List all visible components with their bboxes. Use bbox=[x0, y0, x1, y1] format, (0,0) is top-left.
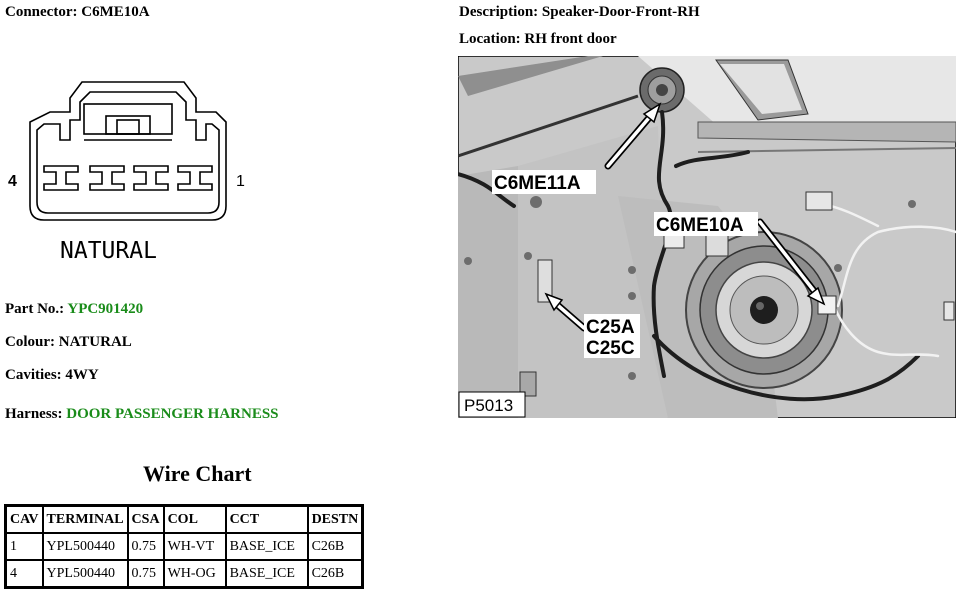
wire-chart-title: Wire Chart bbox=[143, 461, 252, 486]
description-value: Speaker-Door-Front-RH bbox=[541, 4, 700, 20]
cell-destn: C26B bbox=[306, 559, 364, 589]
location-photo: C6ME11A C6ME10A C25A C25C P5013 bbox=[458, 56, 956, 418]
description-line: Description: Speaker-Door-Front-RH bbox=[459, 4, 700, 21]
cell-csa: 0.75 bbox=[126, 532, 165, 561]
description-label: Description: bbox=[459, 4, 539, 20]
cell-col: WH-VT bbox=[162, 532, 227, 561]
connector-face-diagram: 4 1 NATURAL bbox=[8, 81, 245, 264]
harness-line: Harness: DOOR PASSENGER HARNESS bbox=[5, 406, 279, 423]
part-no-link[interactable]: YPC901420 bbox=[67, 301, 144, 317]
part-no-label: Part No.: bbox=[5, 301, 65, 317]
cell-cct: BASE_ICE bbox=[224, 559, 309, 589]
colour-label: Colour: bbox=[5, 334, 55, 350]
location-value: RH front door bbox=[524, 31, 617, 47]
part-no-line: Part No.: YPC901420 bbox=[5, 301, 143, 318]
cell-destn: C26B bbox=[306, 532, 364, 561]
callout-c25a: C25A bbox=[586, 317, 635, 338]
table-row: 4 YPL500440 0.75 WH-OG BASE_ICE C26B bbox=[4, 559, 364, 589]
callout-c6me11a: C6ME11A bbox=[494, 173, 581, 194]
table-row: 1 YPL500440 0.75 WH-VT BASE_ICE C26B bbox=[4, 532, 364, 561]
cavity-group bbox=[43, 165, 213, 191]
cell-cct: BASE_ICE bbox=[224, 532, 309, 561]
cell-terminal: YPL500440 bbox=[41, 559, 129, 589]
callout-c6me10a: C6ME10A bbox=[656, 215, 744, 236]
header-col: COL bbox=[162, 504, 227, 534]
header-terminal: TERMINAL bbox=[41, 504, 129, 534]
header-cct: CCT bbox=[224, 504, 309, 534]
header-csa: CSA bbox=[126, 504, 165, 534]
cavities-label: Cavities: bbox=[5, 367, 62, 383]
wire-chart-table: CAV TERMINAL CSA COL CCT DESTN 1 YPL5004… bbox=[4, 504, 365, 589]
cavities-value: 4WY bbox=[65, 367, 99, 383]
harness-link[interactable]: DOOR PASSENGER HARNESS bbox=[66, 406, 279, 422]
diagram-colour-label: NATURAL bbox=[60, 238, 157, 264]
connector-line: Connector: C6ME10A bbox=[5, 4, 150, 21]
connector-value: C6ME10A bbox=[81, 4, 150, 20]
cell-cav: 1 bbox=[4, 532, 44, 561]
cell-terminal: YPL500440 bbox=[41, 532, 129, 561]
connector-label: Connector: bbox=[5, 4, 78, 20]
header-cav: CAV bbox=[4, 504, 44, 534]
cell-csa: 0.75 bbox=[126, 559, 165, 589]
header-destn: DESTN bbox=[306, 504, 364, 534]
pin-label-left: 4 bbox=[8, 173, 17, 190]
location-line: Location: RH front door bbox=[459, 31, 617, 48]
cell-col: WH-OG bbox=[162, 559, 227, 589]
table-header-row: CAV TERMINAL CSA COL CCT DESTN bbox=[4, 504, 364, 534]
cavities-line: Cavities: 4WY bbox=[5, 367, 99, 384]
harness-label: Harness: bbox=[5, 406, 63, 422]
colour-value: NATURAL bbox=[58, 334, 132, 350]
cell-cav: 4 bbox=[4, 559, 44, 589]
location-label: Location: bbox=[459, 31, 521, 47]
colour-line: Colour: NATURAL bbox=[5, 334, 132, 351]
pin-label-right: 1 bbox=[236, 173, 245, 190]
callout-c25c: C25C bbox=[586, 338, 635, 359]
figure-id: P5013 bbox=[464, 396, 513, 415]
